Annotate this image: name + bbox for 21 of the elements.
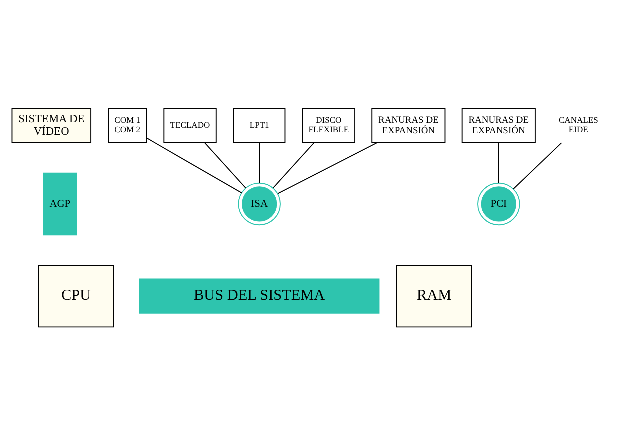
node-box: DISCO FLEXIBLE <box>302 108 356 143</box>
node-box: RANURAS DE EXPANSIÓN <box>372 108 446 143</box>
node-text: CANALES EIDE <box>558 114 598 134</box>
node-box: RAM <box>396 264 472 328</box>
node-box: RANURAS DE EXPANSIÓN <box>462 108 536 143</box>
connector <box>272 142 315 188</box>
node-box: BUS DEL SISTEMA <box>139 278 380 314</box>
connector <box>513 142 562 190</box>
connector <box>204 142 246 188</box>
connector <box>498 142 500 184</box>
connector <box>259 142 260 184</box>
node-circle: ISA <box>238 182 281 226</box>
connector <box>278 142 378 194</box>
connector <box>146 137 242 194</box>
node-box: CPU <box>38 264 114 328</box>
node-box: SISTEMA DE VÍDEO <box>12 108 92 143</box>
node-circle: PCI <box>478 182 520 226</box>
node-box: TECLADO <box>164 108 217 143</box>
node-box: COM 1 COM 2 <box>108 108 148 143</box>
node-box: AGP <box>43 172 78 236</box>
node-box: LPT1 <box>233 108 286 143</box>
